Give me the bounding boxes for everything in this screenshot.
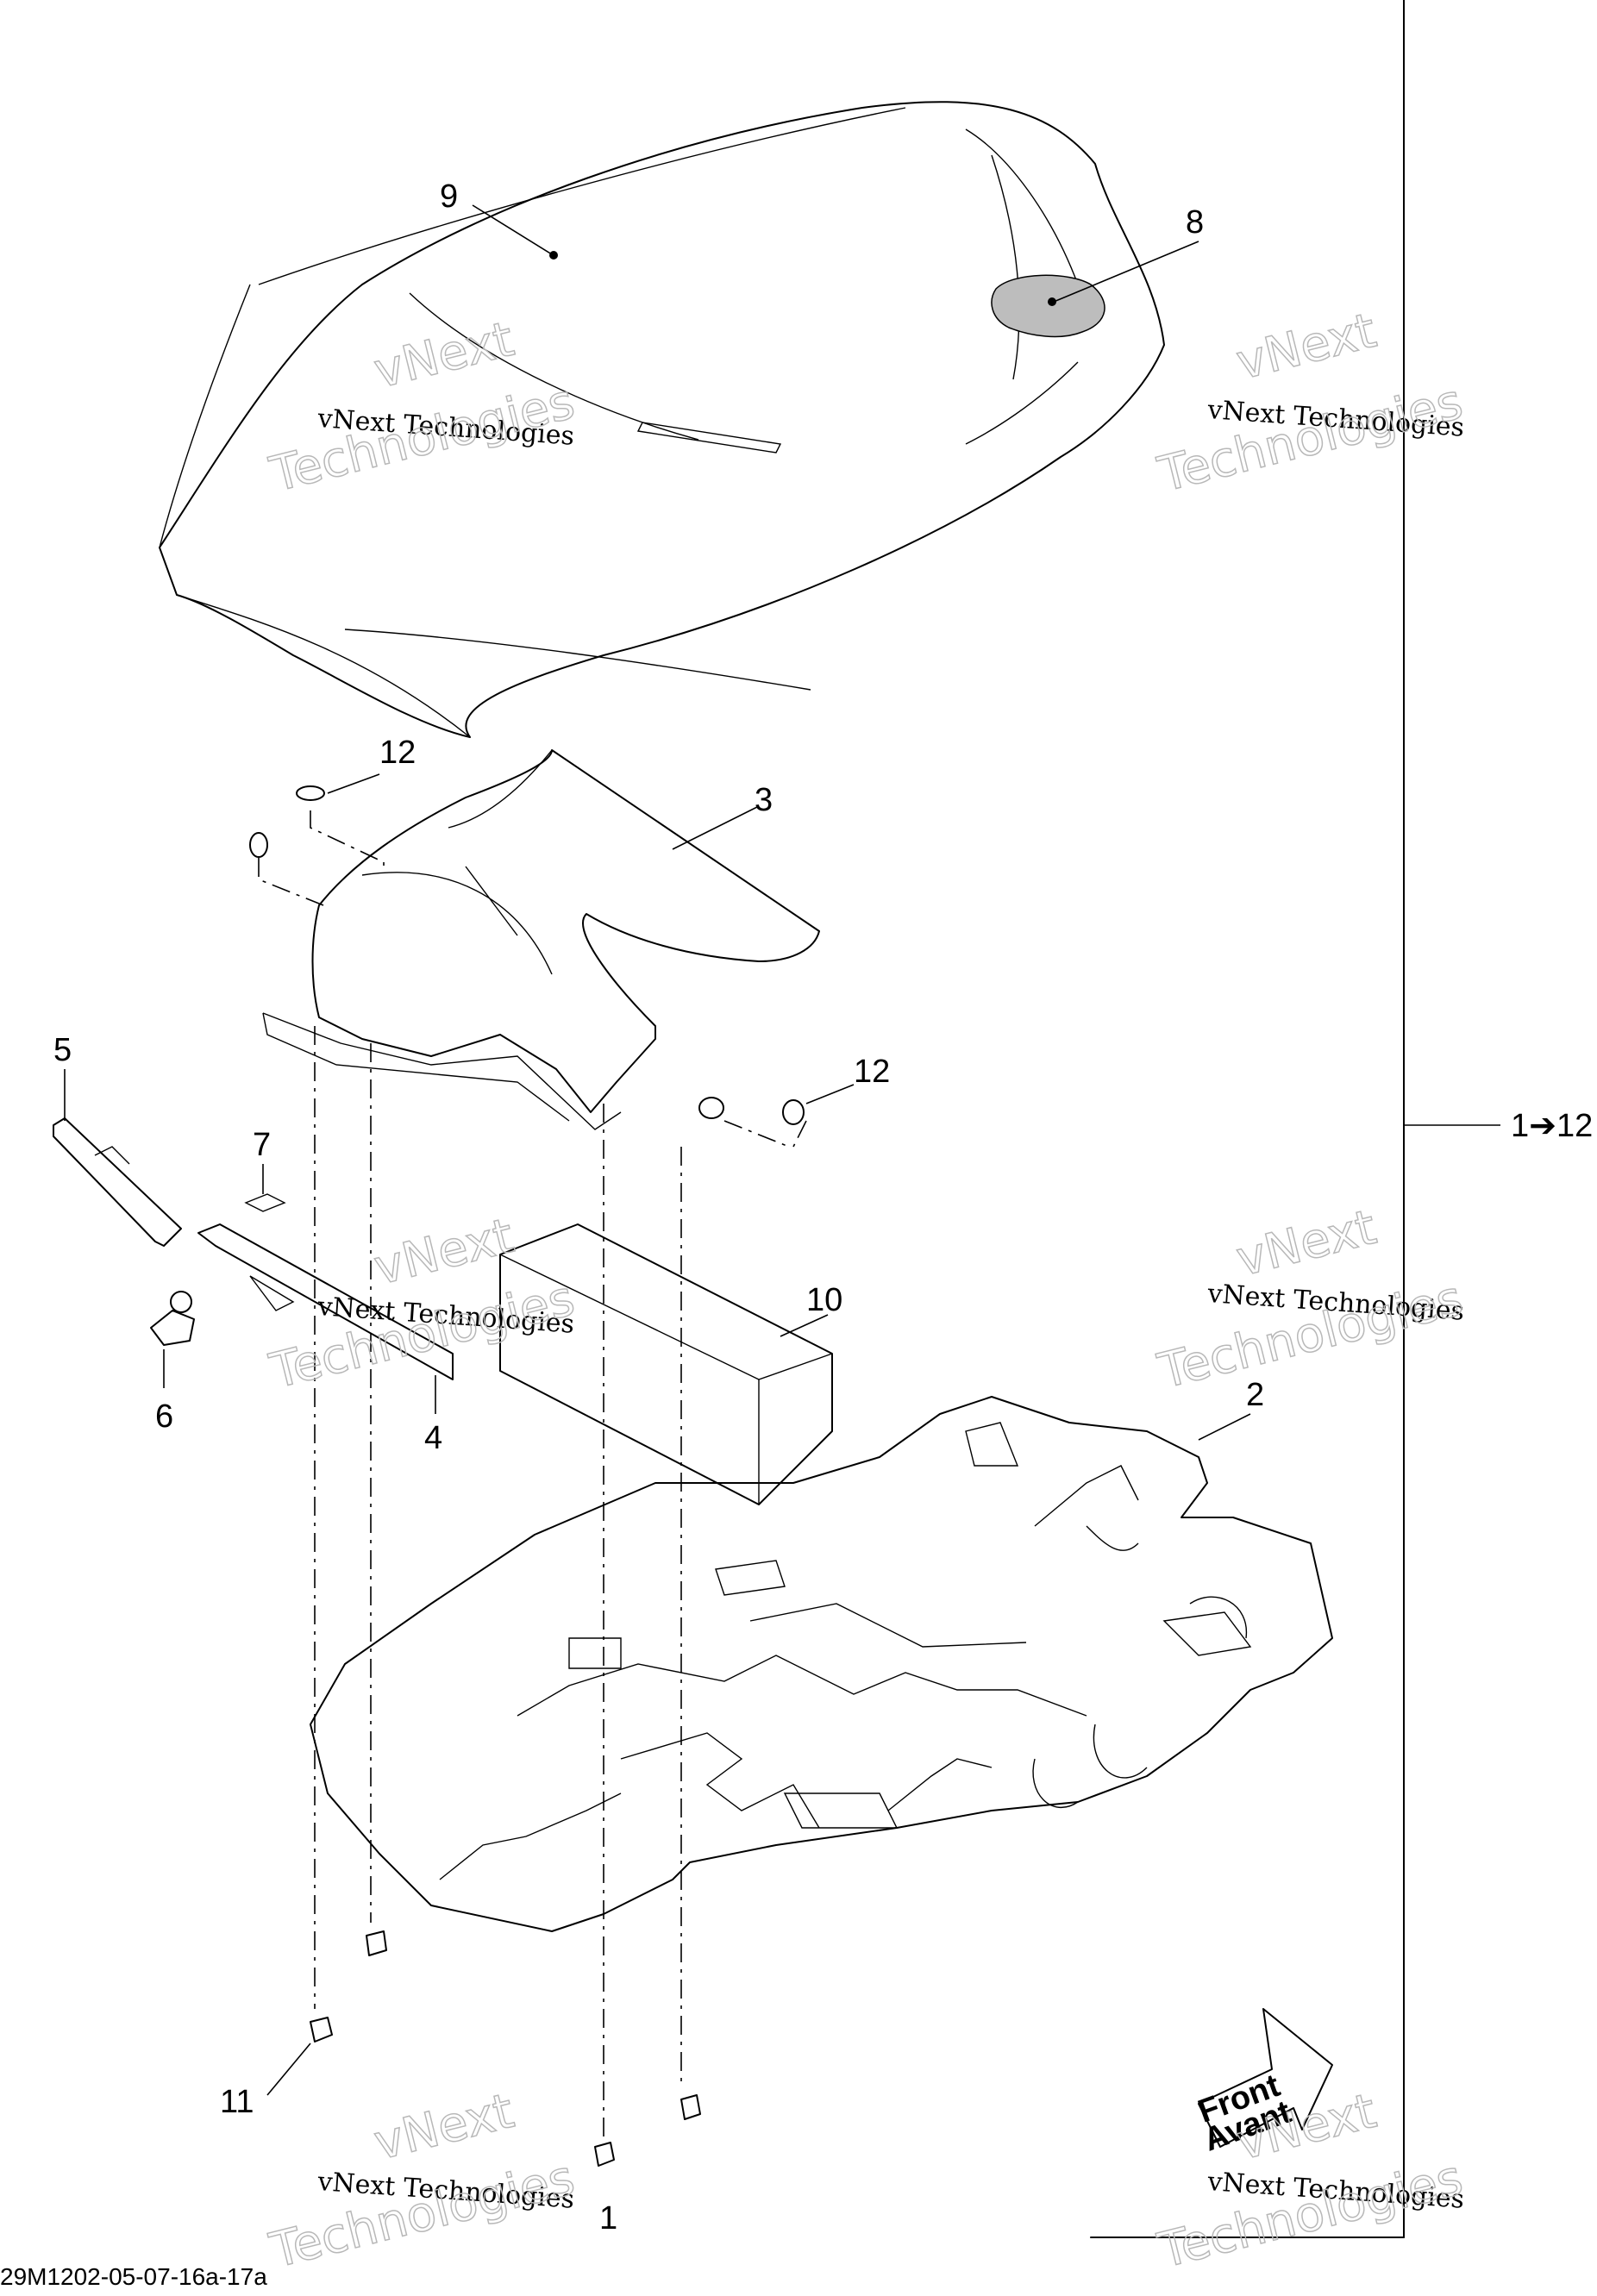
part-7-fastener [244, 1193, 286, 1212]
watermark-large: vNext [369, 2083, 519, 2172]
assembly-lines [258, 810, 807, 2138]
part-10-foam-block [499, 1223, 833, 1505]
part-2-base [310, 1396, 1333, 1932]
callout-labels: 9 8 12 3 12 5 7 10 2 6 4 11 1 1➔12 [53, 178, 1593, 2237]
callout-5: 5 [53, 1032, 72, 1068]
part-11-clips [310, 1930, 701, 2167]
watermark-large: Technologies [265, 373, 580, 503]
part-6-fastener [150, 1291, 195, 1346]
part-5-latch [53, 1117, 182, 1247]
watermark-large: vNext [1231, 303, 1381, 391]
part-3-support [262, 749, 820, 1130]
watermarks: vNext Technologies vNext Technologies vN… [264, 302, 1469, 2280]
watermark-large: vNext [369, 1208, 519, 1297]
part-8-emblem [991, 274, 1105, 338]
watermark-large: Technologies [265, 2149, 580, 2279]
callout-12-top: 12 [379, 735, 416, 771]
callout-10: 10 [806, 1282, 842, 1318]
part-9-seat [159, 101, 1165, 738]
reference-code: 29M1202-05-07-16a-17a [0, 2263, 267, 2290]
callout-9: 9 [440, 178, 458, 215]
part-4-plate [197, 1223, 454, 1380]
range-bracket [1090, 0, 1500, 2238]
part-12-washers [249, 785, 805, 1125]
callout-6: 6 [155, 1398, 173, 1435]
callout-8: 8 [1186, 204, 1204, 241]
callout-12-right: 12 [854, 1054, 890, 1090]
callout-7: 7 [253, 1127, 271, 1163]
callout-4: 4 [424, 1420, 442, 1456]
callout-2: 2 [1246, 1377, 1264, 1413]
watermark-large: Technologies [1153, 373, 1469, 503]
range-label: 1➔12 [1511, 1108, 1593, 1144]
watermark-large: vNext [1231, 1199, 1381, 1288]
watermark-large: Technologies [265, 1270, 580, 1399]
callout-1: 1 [599, 2200, 617, 2237]
leader-lines [64, 204, 1251, 2096]
watermark-large: Technologies [1153, 2149, 1469, 2279]
watermark-large: vNext [369, 311, 519, 400]
callout-11: 11 [220, 2084, 254, 2120]
callout-3: 3 [755, 782, 773, 818]
